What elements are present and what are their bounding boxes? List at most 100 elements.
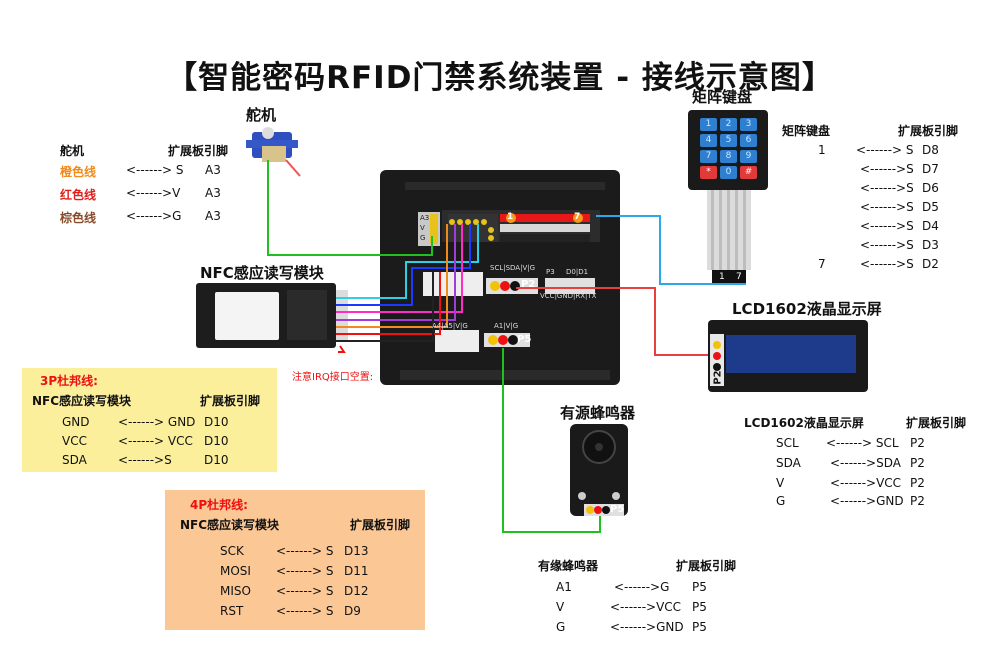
lcd-row-pin: P2 — [910, 456, 925, 470]
keypad-key[interactable]: 3 — [740, 118, 757, 131]
keypad-row-arrow: <------>S — [860, 162, 914, 176]
board-side-labels: A3 V G — [420, 213, 429, 243]
board-label: VCC|GND|RX|TX — [540, 292, 597, 300]
nfc-3p-pin: D10 — [204, 434, 229, 448]
nfc-4p-pin: D12 — [344, 584, 369, 598]
buzzer-wire — [502, 348, 601, 533]
keypad-keys: 1 2 3 4 5 6 7 8 9 * 0 # — [700, 118, 760, 180]
keypad-key[interactable]: * — [700, 166, 717, 179]
servo-pin: A3 — [205, 163, 221, 177]
nfc-4p-a: MOSI — [220, 564, 251, 578]
keypad-row-pin: D5 — [922, 200, 939, 214]
side-label: V — [420, 224, 425, 232]
board-label: A1|V|G — [494, 322, 519, 330]
lcd-row-arrow: <------>SDA — [830, 456, 901, 470]
expansion-board — [380, 170, 620, 385]
keypad-connector-7: 7 — [736, 272, 742, 282]
nfc-3p-left: NFC感应读写模块 — [32, 394, 132, 408]
nfc-3p-arrow: <------> VCC — [118, 434, 193, 448]
keypad-row-pin: D2 — [922, 257, 939, 271]
lcd-row-a: SCL — [776, 436, 799, 450]
buzzer-row-a: V — [556, 600, 565, 614]
servo-arrow: <------> S — [126, 163, 184, 177]
servo-pin: A3 — [205, 209, 221, 223]
servo-motor — [246, 127, 301, 177]
board-label: SCL|SDA|V|G — [490, 264, 536, 272]
nfc-3p-pin: D10 — [204, 415, 229, 429]
buzzer-row-arrow: <------>VCC — [610, 600, 682, 614]
board-label: A4|A5|V|G — [432, 322, 468, 330]
keypad-key[interactable]: 8 — [720, 150, 737, 163]
buzzer-row-pin: P5 — [692, 620, 707, 634]
buzzer-table-title-right: 扩展板引脚 — [676, 559, 737, 573]
nfc-3p-a: VCC — [62, 434, 87, 448]
servo-wire-label: 红色线 — [60, 188, 97, 202]
board-label: 7 — [574, 212, 581, 222]
board-label: D0|D1 — [566, 268, 589, 276]
nfc-4p-arrow: <------> S — [276, 584, 334, 598]
keypad-table-title-right: 扩展板引脚 — [898, 124, 959, 138]
servo-table-title: 舵机 — [60, 144, 85, 158]
lcd-row-pin: P2 — [910, 436, 925, 450]
keypad-key[interactable]: 7 — [700, 150, 717, 163]
keypad-key[interactable]: 5 — [720, 134, 737, 147]
servo-wire — [267, 160, 433, 256]
buzzer-table-title: 有缘蜂鸣器 — [538, 559, 599, 573]
servo-arrow: <------>G — [126, 209, 182, 223]
keypad-key[interactable]: 6 — [740, 134, 757, 147]
keypad-key[interactable]: 0 — [720, 166, 737, 179]
nfc-4p-pin: D11 — [344, 564, 369, 578]
keypad-row-arrow: <------>S — [860, 181, 914, 195]
servo-label: 舵机 — [246, 106, 277, 124]
keypad-row-arrow: <------>S — [860, 238, 914, 252]
keypad-connector-1: 1 — [719, 272, 725, 282]
keypad-key[interactable]: 1 — [700, 118, 717, 131]
nfc-3p-right: 扩展板引脚 — [200, 394, 261, 408]
nfc-label: NFC感应读写模块 — [200, 264, 324, 282]
keypad-key[interactable]: 9 — [740, 150, 757, 163]
servo-table-title-right: 扩展板引脚 — [168, 144, 229, 158]
board-port: P5 — [517, 334, 532, 345]
lcd-1602 — [708, 320, 868, 392]
keypad-row-arrow: <------>S — [860, 257, 914, 271]
lcd-row-arrow: <------>GND — [830, 494, 904, 508]
keypad-row-pin: D4 — [922, 219, 939, 233]
buzzer-port-label: P5 — [610, 504, 625, 515]
buzzer-row-pin: P5 — [692, 580, 707, 594]
side-label: G — [420, 234, 426, 242]
keypad-key[interactable]: 4 — [700, 134, 717, 147]
keypad-key[interactable]: # — [740, 166, 757, 179]
nfc-4p-pin: D13 — [344, 544, 369, 558]
lcd-row-arrow: <------>VCC — [830, 476, 902, 490]
keypad-key[interactable]: 2 — [720, 118, 737, 131]
lcd-row-arrow: <------> SCL — [826, 436, 899, 450]
nfc-4p-right: 扩展板引脚 — [350, 518, 411, 532]
buzzer-row-pin: P5 — [692, 600, 707, 614]
nfc-4p-arrow: <------> S — [276, 544, 334, 558]
lcd-row-pin: P2 — [910, 494, 925, 508]
nfc-4p-a: SCK — [220, 544, 244, 558]
keypad-row-arrow: <------>S — [860, 219, 914, 233]
lcd-row-a: V — [776, 476, 785, 490]
servo-wire-label: 棕色线 — [60, 211, 97, 225]
buzzer-label: 有源蜂鸣器 — [560, 404, 636, 422]
nfc-3p-arrow: <------> GND — [118, 415, 196, 429]
lcd-label: LCD1602液晶显示屏 — [732, 300, 882, 318]
page-title: 【智能密码RFID门禁系统装置 - 接线示意图】 — [166, 60, 834, 96]
nfc-3p-arrow: <------>S — [118, 453, 172, 467]
keypad-row-pin: D7 — [922, 162, 939, 176]
keypad-row-a: 7 — [818, 257, 826, 271]
nfc-4p-arrow: <------> S — [276, 604, 334, 618]
buzzer-row-arrow: <------>GND — [610, 620, 684, 634]
nfc-3p-pin: D10 — [204, 453, 229, 467]
nfc-irq-note: 注意IRQ接口空置: — [292, 372, 374, 383]
keypad-label: 矩阵键盘 — [692, 88, 753, 106]
nfc-sda-wire — [336, 224, 479, 299]
board-port: P2 — [521, 279, 536, 290]
buzzer-row-arrow: <------>G — [614, 580, 670, 594]
nfc-module — [196, 283, 348, 348]
keypad-row-pin: D8 — [922, 143, 939, 157]
keypad-row-pin: D6 — [922, 181, 939, 195]
side-label: A3 — [420, 214, 430, 222]
nfc-3p-a: GND — [62, 415, 90, 429]
